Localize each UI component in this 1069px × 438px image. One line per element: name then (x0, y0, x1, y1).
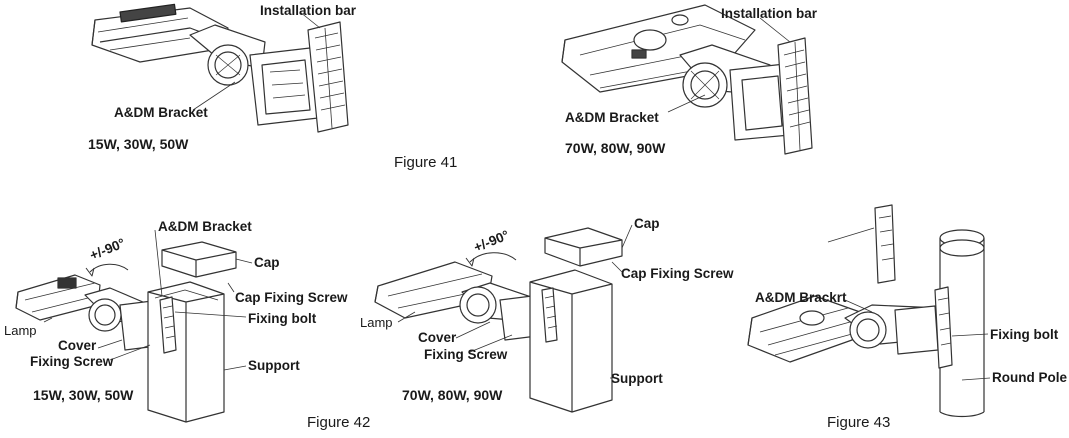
fig41-right-drawing (561, 4, 813, 155)
fig42-right-drawing (374, 224, 633, 413)
fig41-caption: Figure 41 (394, 154, 458, 171)
fig42-support-label-left: Support (248, 358, 300, 373)
fig42-support-label-right: Support (611, 371, 663, 386)
fig43-caption: Figure 43 (827, 414, 891, 431)
fig42-cover-label-right: Cover (418, 330, 457, 345)
fig42-cap-label-left: Cap (254, 255, 280, 270)
fig42-watts-right: 70W, 80W, 90W (402, 387, 503, 403)
fig42-bracket-label: A&DM Bracket (158, 219, 252, 234)
fig42-caption: Figure 42 (307, 414, 371, 431)
fig41-bracket-label-left: A&DM Bracket (114, 105, 208, 120)
fig41-left-drawing (91, 3, 349, 133)
fig42-left-drawing (15, 229, 253, 423)
fig41-installation-bar-label-left: Installation bar (260, 3, 357, 18)
fig42-fixing-bolt-label: Fixing bolt (248, 311, 317, 326)
fig41-watts-right: 70W, 80W, 90W (565, 140, 666, 156)
fig42-cap-label-right: Cap (634, 216, 660, 231)
fig42-fixing-screw-left: Fixing Screw (30, 354, 114, 369)
fig43-fixing-bolt-label: Fixing bolt (990, 327, 1059, 342)
fig42-lamp-label-left: Lamp (4, 323, 37, 338)
fig42-cover-label-left: Cover (58, 338, 97, 353)
fig43-round-pole-label: Round Pole (992, 370, 1067, 385)
fig43-drawing (747, 204, 991, 418)
fig43-bracket-label: A&DM Brackrt (755, 290, 847, 305)
fig41-bracket-label-right: A&DM Bracket (565, 110, 659, 125)
fig42-lamp-label-right: Lamp (360, 315, 393, 330)
fig42-watts-left: 15W, 30W, 50W (33, 387, 134, 403)
fig41-installation-bar-label-right: Installation bar (721, 6, 818, 21)
fig42-cap-screw-right: Cap Fixing Screw (621, 266, 734, 281)
fig42-cap-screw-left: Cap Fixing Screw (235, 290, 348, 305)
fig42-fixing-screw-right: Fixing Screw (424, 347, 508, 362)
fig41-watts-left: 15W, 30W, 50W (88, 136, 189, 152)
